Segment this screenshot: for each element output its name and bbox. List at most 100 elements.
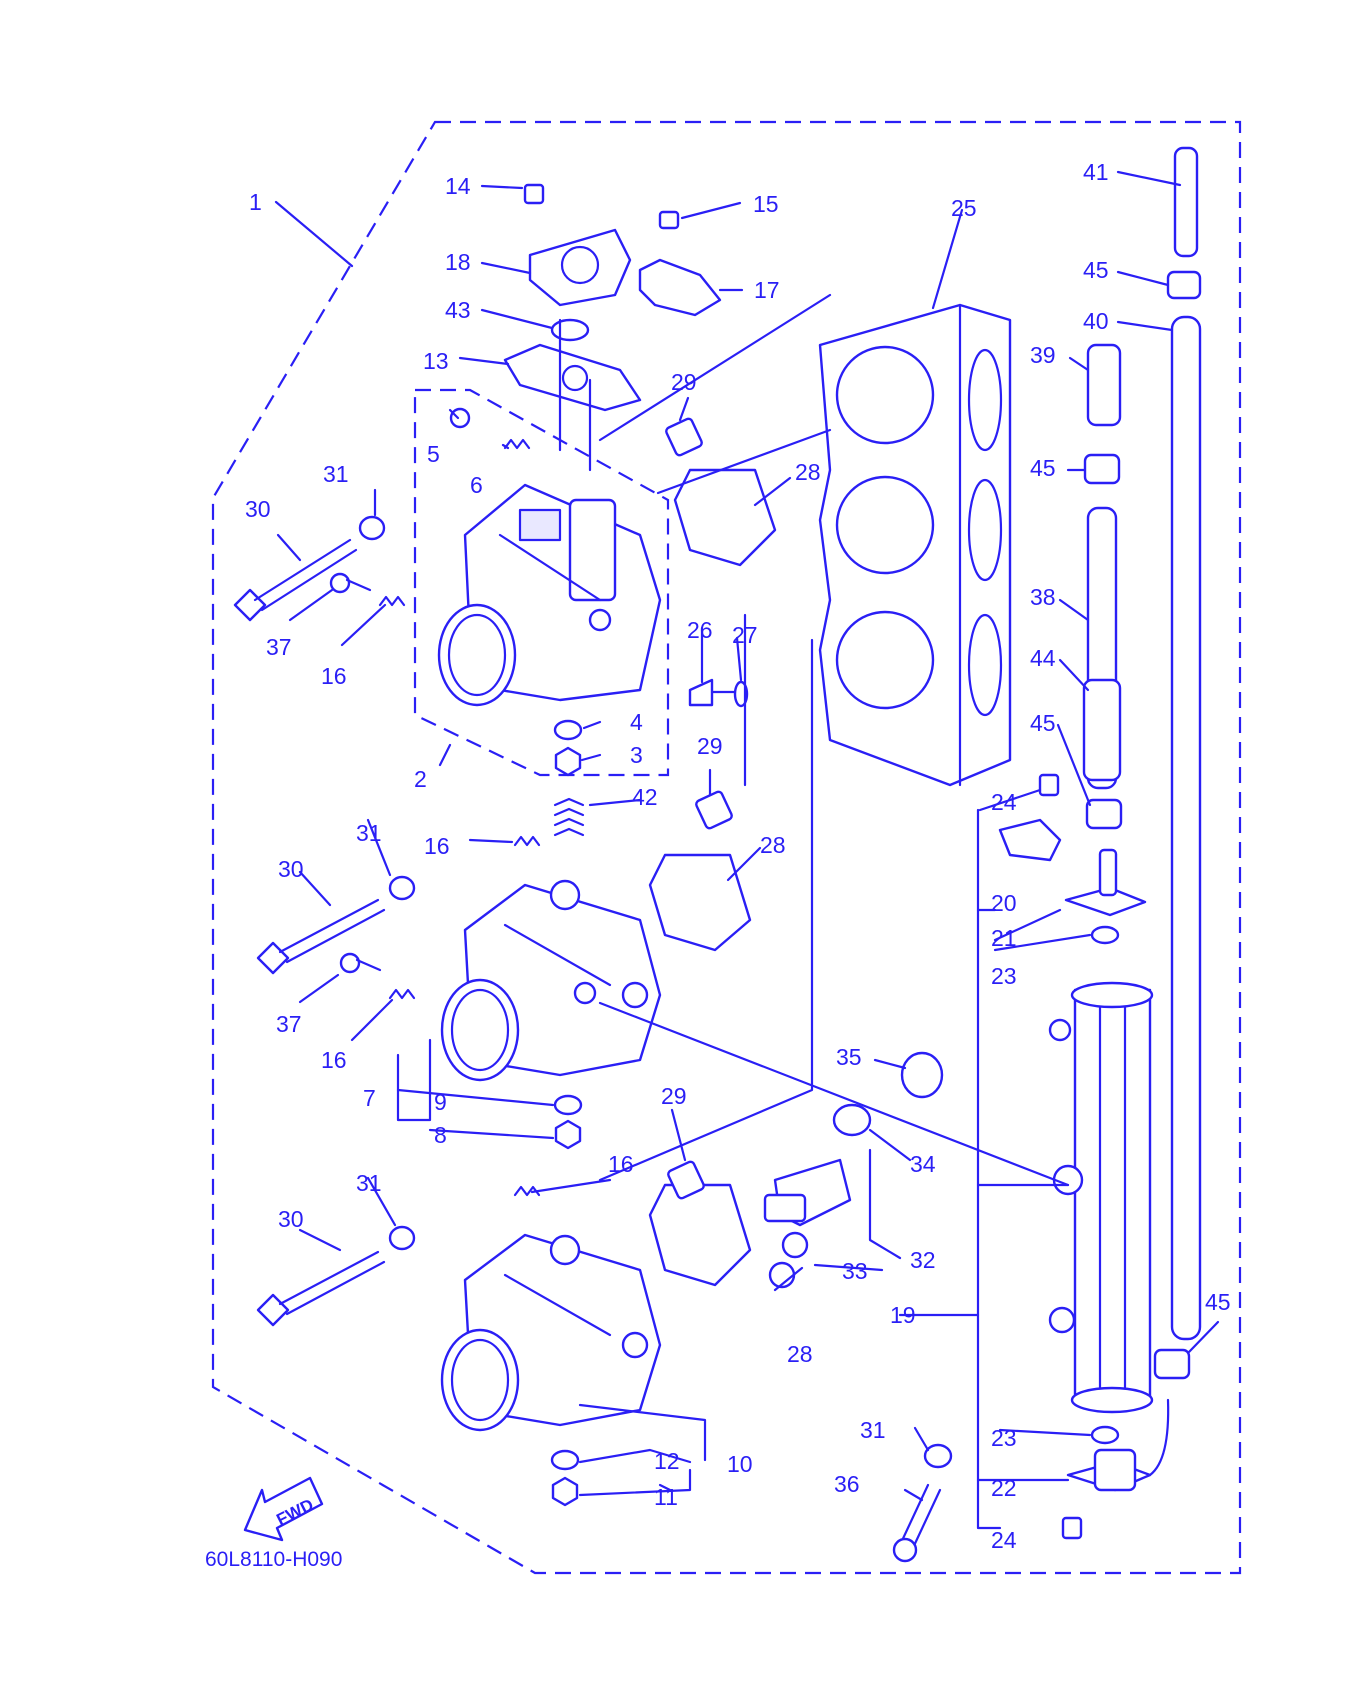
callout-45d: 45 xyxy=(1205,1289,1231,1315)
clip-45-a xyxy=(1166,270,1202,300)
callout-11: 11 xyxy=(654,1484,678,1510)
leader-lines xyxy=(274,170,1220,1530)
callout-29c: 29 xyxy=(661,1083,687,1109)
subassembly-boundary xyxy=(413,388,670,777)
callout-31b: 31 xyxy=(356,820,382,846)
callout-23a: 23 xyxy=(991,963,1017,989)
callout-5: 5 xyxy=(427,441,440,467)
washer-9 xyxy=(553,1094,583,1116)
callout-24a: 24 xyxy=(991,789,1017,815)
callout-16b: 16 xyxy=(424,833,450,859)
spring-center xyxy=(513,835,541,847)
callout-6: 6 xyxy=(470,472,483,498)
throttle-body-middle xyxy=(440,879,662,1082)
callout-25: 25 xyxy=(951,195,977,221)
callout-22: 22 xyxy=(991,1475,1017,1501)
grommet-34 xyxy=(832,1103,872,1137)
spring-lower xyxy=(513,1185,541,1197)
forward-arrow-icon: FWD xyxy=(243,1476,324,1542)
callout-31c: 31 xyxy=(356,1170,382,1196)
spring-42 xyxy=(553,797,585,837)
fitting-39 xyxy=(1086,343,1122,427)
callout-44: 44 xyxy=(1030,645,1056,671)
callout-4: 4 xyxy=(630,709,643,735)
callout-45c: 45 xyxy=(1030,710,1056,736)
clamp-20 xyxy=(998,818,1062,862)
callout-12: 12 xyxy=(654,1448,680,1474)
callout-28a: 28 xyxy=(795,459,821,485)
collar-middle xyxy=(695,790,733,830)
clip-45-c xyxy=(1085,798,1123,830)
gasket-middle xyxy=(648,853,752,952)
washer-4 xyxy=(553,719,583,741)
throttle-body-upper xyxy=(437,483,662,707)
washer-upper xyxy=(358,515,386,541)
callout-27: 27 xyxy=(732,622,758,648)
throttle-position-sensor xyxy=(528,228,632,307)
callout-34: 34 xyxy=(910,1151,936,1177)
callout-16d: 16 xyxy=(608,1151,634,1177)
callout-13: 13 xyxy=(423,348,449,374)
callout-8: 8 xyxy=(434,1122,447,1148)
callout-35: 35 xyxy=(836,1044,862,1070)
callout-28c: 28 xyxy=(787,1341,813,1367)
callout-2: 2 xyxy=(414,766,427,792)
gasket-upper xyxy=(673,468,777,567)
callout-18: 18 xyxy=(445,249,471,275)
washer-12 xyxy=(550,1449,580,1471)
return-hose xyxy=(1148,1398,1170,1477)
screw-24-upper xyxy=(1038,773,1060,797)
callout-29b: 29 xyxy=(697,733,723,759)
screw-upper xyxy=(329,572,351,594)
callout-37a: 37 xyxy=(266,634,292,660)
callout-29a: 29 xyxy=(671,369,697,395)
spring-top xyxy=(503,438,531,450)
bolt-middle xyxy=(256,898,386,975)
callout-7: 7 xyxy=(363,1085,376,1111)
callout-43: 43 xyxy=(445,297,471,323)
nut-3 xyxy=(554,746,582,777)
callout-39: 39 xyxy=(1030,342,1056,368)
bolt-36 xyxy=(892,1483,942,1563)
callout-30b: 30 xyxy=(278,856,304,882)
callout-16c: 16 xyxy=(321,1047,347,1073)
fuel-rail xyxy=(1048,981,1154,1414)
washer-middle xyxy=(388,875,416,901)
spring-upper xyxy=(378,595,406,607)
callout-1: 1 xyxy=(249,189,262,215)
washer-lower-right xyxy=(923,1443,953,1469)
collar-upper xyxy=(665,417,703,457)
callout-17: 17 xyxy=(754,277,780,303)
callout-31a: 31 xyxy=(323,461,349,487)
callout-37b: 37 xyxy=(276,1011,302,1037)
o-ring-23-upper xyxy=(1090,925,1120,945)
callout-9: 9 xyxy=(434,1089,447,1115)
drawing-code: 60L8110-H090 xyxy=(205,1548,342,1571)
nut-11 xyxy=(551,1476,579,1507)
hose-sleeve-44 xyxy=(1082,678,1122,782)
bolt-lower xyxy=(256,1250,386,1327)
screw-top xyxy=(449,407,471,429)
injector-connector xyxy=(763,1193,807,1223)
callout-33: 33 xyxy=(842,1258,868,1284)
callout-16a: 16 xyxy=(321,663,347,689)
callout-26: 26 xyxy=(687,617,713,643)
intake-manifold xyxy=(818,303,1012,787)
fuel-hose-40 xyxy=(1170,315,1202,1341)
callout-45b: 45 xyxy=(1030,455,1056,481)
bolt-26 xyxy=(688,678,737,707)
callout-15: 15 xyxy=(753,191,779,217)
callout-23b: 23 xyxy=(991,1425,1017,1451)
screw-24-lower xyxy=(1061,1516,1083,1540)
throttle-body-lower xyxy=(440,1233,662,1432)
gasket-lower xyxy=(648,1183,752,1287)
callout-21: 21 xyxy=(991,925,1017,951)
clip-45-b xyxy=(1083,453,1121,485)
injector-seal-a xyxy=(781,1231,809,1259)
assembly-boundary xyxy=(211,120,1242,1575)
washer-lower xyxy=(388,1225,416,1251)
callout-32: 32 xyxy=(910,1247,936,1273)
grommet-35 xyxy=(900,1051,944,1099)
fuel-pipe-joint xyxy=(1064,886,1147,917)
